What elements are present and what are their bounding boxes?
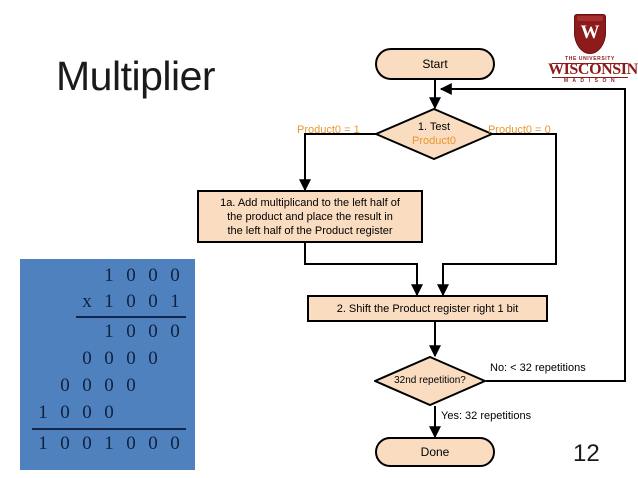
flowchart-node-done[interactable]: Done — [375, 437, 495, 467]
diamond-shape — [374, 356, 486, 406]
logo-wordmark: WISCONSIN — [548, 61, 638, 78]
binary-operator: x — [82, 291, 92, 312]
flowchart-node-start[interactable]: Start — [375, 48, 495, 80]
binary-digit: 0 — [82, 348, 92, 369]
wire-test-to-step1a — [299, 133, 377, 192]
edge-label-yes: Yes: 32 repetitions — [441, 410, 532, 422]
binary-digit: 1 — [170, 291, 180, 312]
uw-madison-logo: W THE UNIVERSITY WISCONSIN M A D I S O N — [548, 14, 638, 84]
binary-digit: 0 — [170, 321, 180, 342]
binary-digit: 0 — [126, 375, 136, 396]
binary-digit: 0 — [170, 433, 180, 454]
test-line-2: Product0 — [411, 135, 457, 147]
crest-letter: W — [580, 22, 600, 43]
logo-line-university: THE UNIVERSITY — [565, 56, 615, 62]
binary-digit: 0 — [104, 375, 114, 396]
binary-digit: 0 — [126, 433, 136, 454]
binary-digit: 0 — [148, 265, 158, 286]
test-line-1: 1. Test — [417, 121, 451, 133]
crest-shield-icon: W — [574, 14, 606, 54]
repetition-label: 32nd repetition? — [394, 375, 466, 386]
page-title: Multiplier — [56, 53, 216, 99]
flowchart-node-repetition-test[interactable]: 32nd repetition? — [374, 356, 486, 406]
binary-digit: 0 — [82, 402, 92, 423]
diamond-label: 1. Test Product0 — [375, 108, 493, 160]
logo-rule-top — [552, 63, 628, 64]
step1a-line-2: the product and place the result in — [227, 210, 393, 223]
binary-rule-lower — [32, 428, 186, 430]
binary-digit: 1 — [38, 402, 48, 423]
page-number: 12 — [573, 440, 600, 467]
binary-digit: 1 — [104, 265, 114, 286]
binary-digit: 0 — [126, 265, 136, 286]
edge-label-product0-equals-0: Product0 = 0 — [488, 124, 551, 136]
binary-rule-upper — [76, 316, 186, 318]
flowchart-node-test-product0[interactable]: 1. Test Product0 — [375, 108, 493, 160]
binary-digit: 1 — [104, 433, 114, 454]
flowchart-node-step-1a[interactable]: 1a. Add multiplicand to the left half of… — [197, 190, 423, 243]
binary-digit: 0 — [170, 265, 180, 286]
binary-digit: 0 — [126, 348, 136, 369]
binary-digit: 0 — [148, 433, 158, 454]
edge-label-product0-equals-1: Product0 = 1 — [297, 124, 360, 136]
binary-digit: 0 — [104, 348, 114, 369]
binary-digit: 0 — [60, 433, 70, 454]
binary-digit: 0 — [148, 291, 158, 312]
binary-digit: 0 — [60, 375, 70, 396]
binary-digit: 0 — [126, 291, 136, 312]
binary-digit: 0 — [148, 321, 158, 342]
binary-digit: 1 — [38, 433, 48, 454]
logo-line-madison: M A D I S O N — [563, 78, 617, 84]
binary-digit: 1 — [104, 321, 114, 342]
crest-band — [577, 16, 603, 21]
binary-digit: 0 — [82, 375, 92, 396]
binary-digit: 0 — [104, 402, 114, 423]
binary-digit: 0 — [82, 433, 92, 454]
binary-digit: 0 — [126, 321, 136, 342]
logo-rule-bottom — [552, 77, 628, 78]
edge-label-no: No: < 32 repetitions — [490, 362, 586, 374]
binary-digit: 0 — [148, 348, 158, 369]
wire-step1a-to-step2 — [304, 243, 423, 297]
flowchart-node-step-2[interactable]: 2. Shift the Product register right 1 bi… — [307, 295, 548, 322]
diamond-shape — [375, 108, 493, 160]
step1a-line-3: the left half of the Product register — [227, 224, 393, 237]
binary-digit: 1 — [104, 291, 114, 312]
step1a-line-1: 1a. Add multiplicand to the left half of — [220, 196, 400, 209]
diamond-label: 32nd repetition? — [374, 356, 486, 406]
binary-digit: 0 — [60, 402, 70, 423]
